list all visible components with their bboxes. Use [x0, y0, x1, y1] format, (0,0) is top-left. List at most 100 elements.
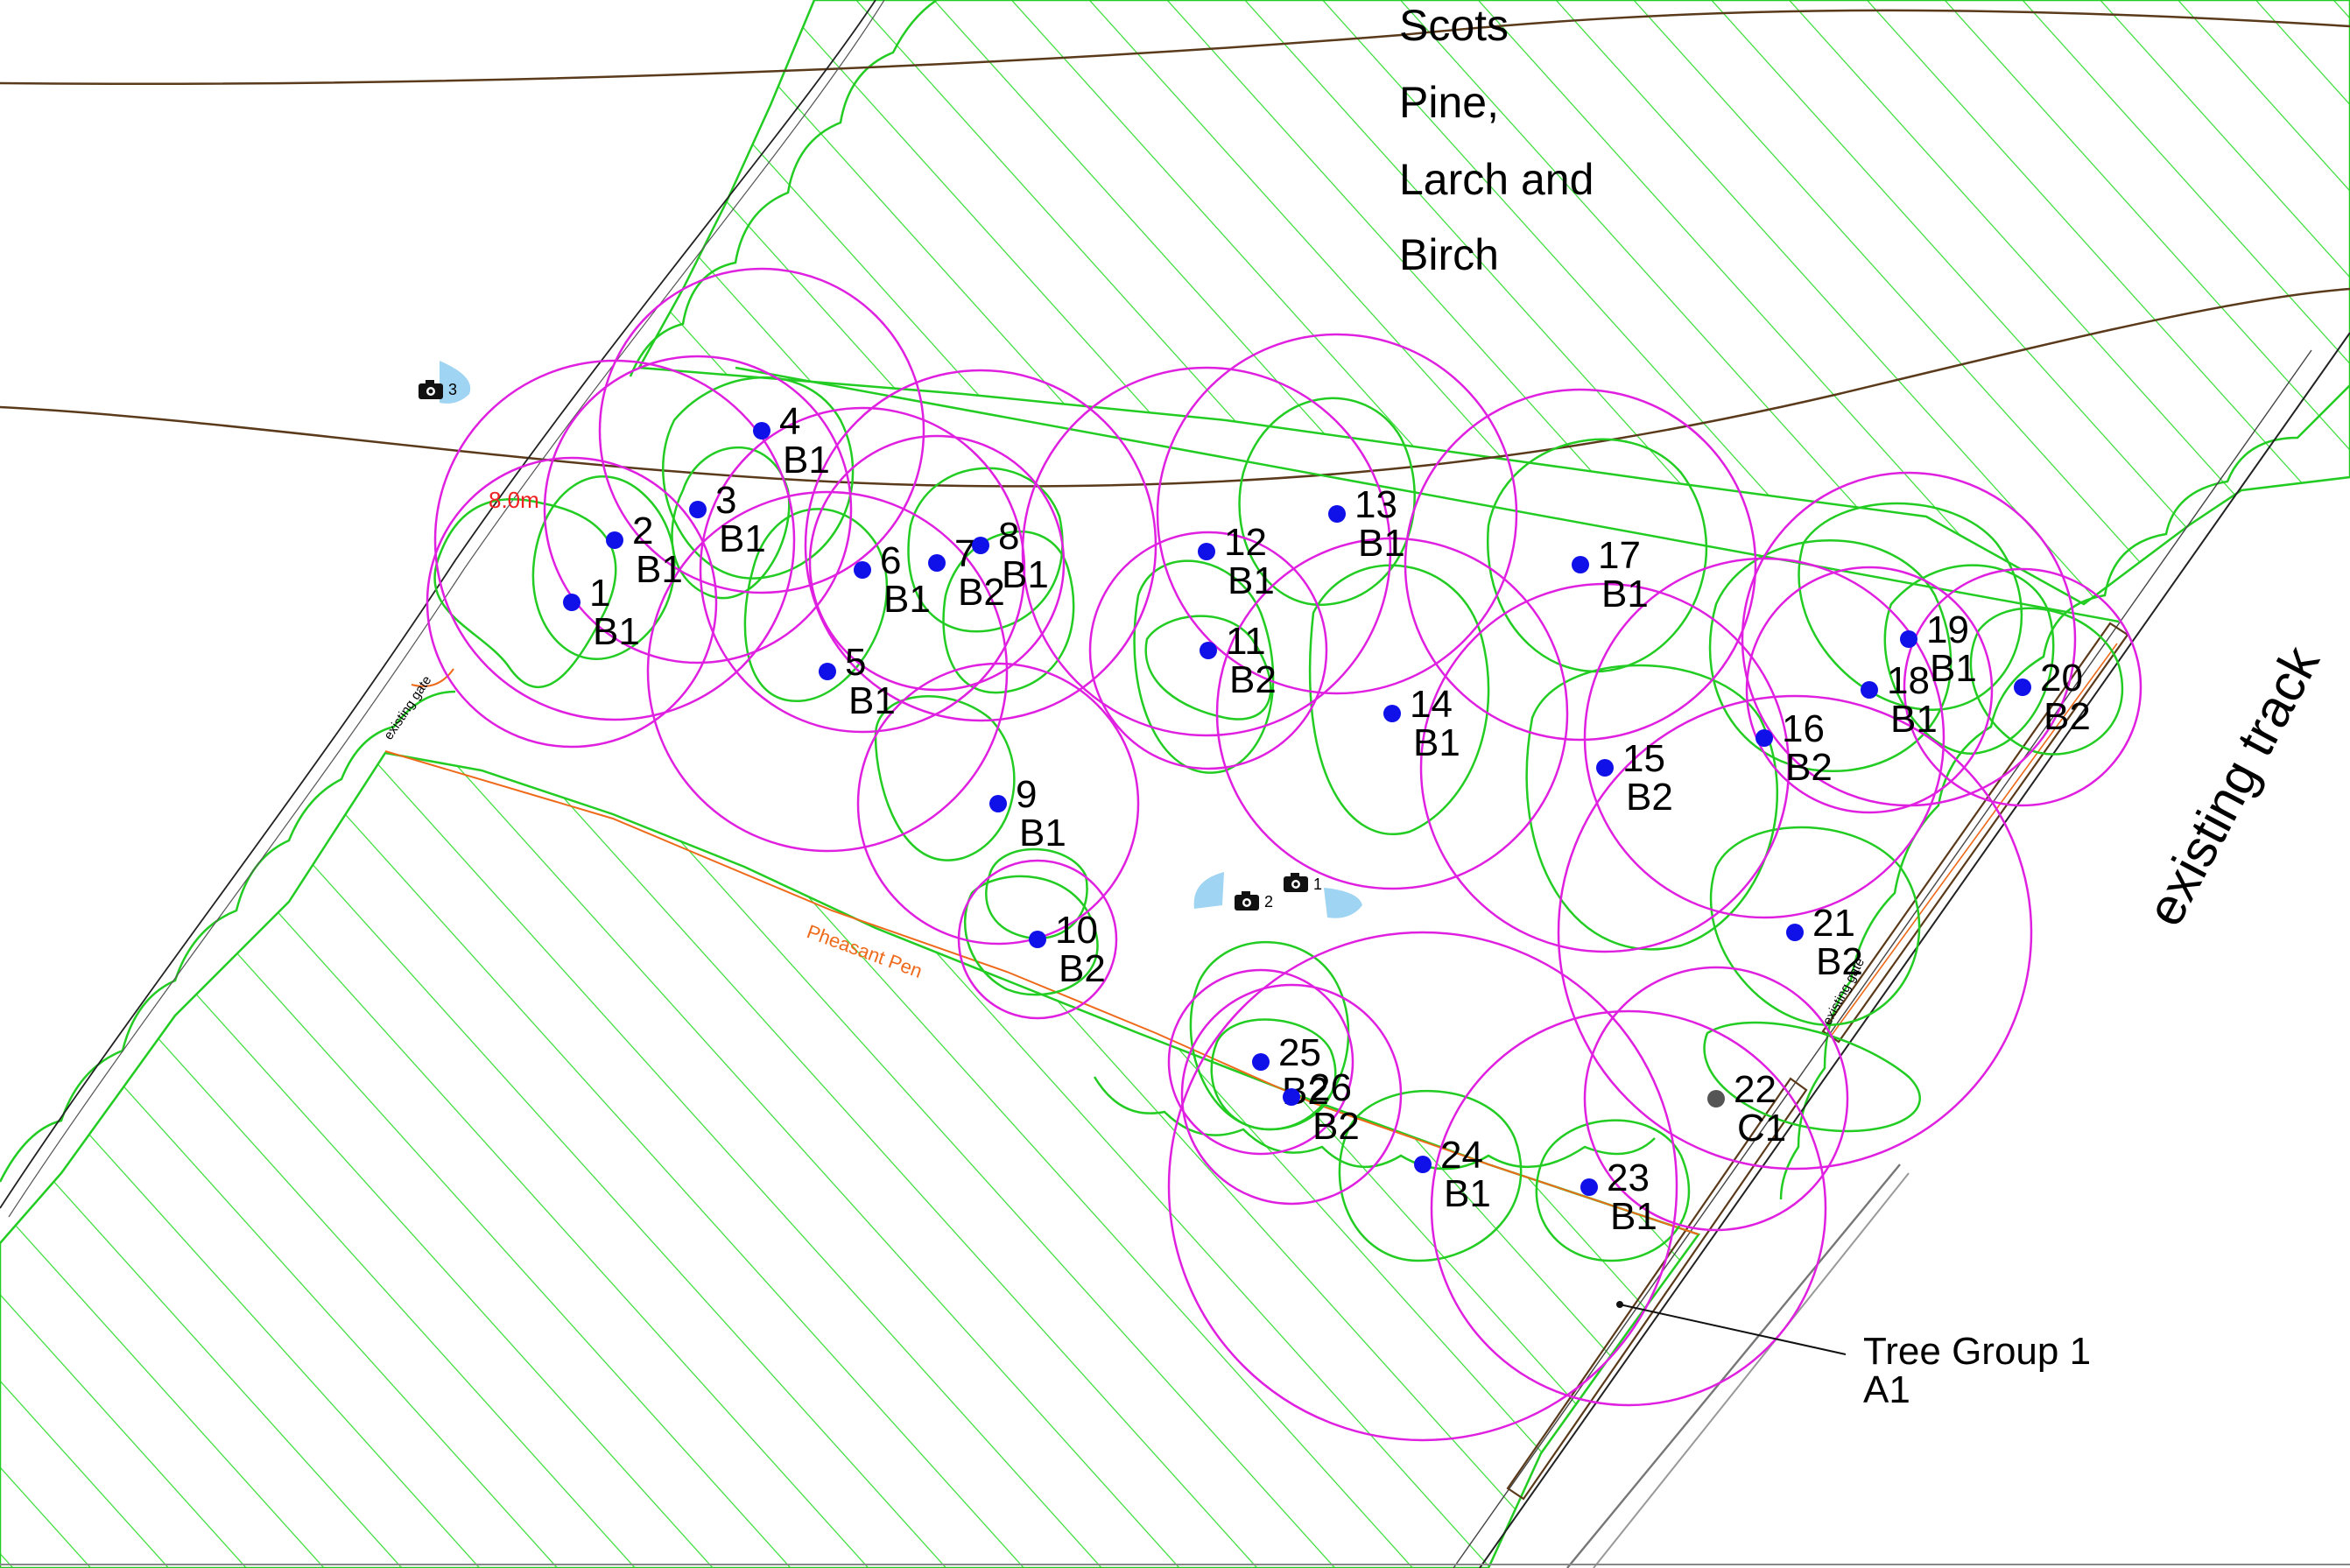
svg-text:Pine,: Pine,: [1399, 78, 1499, 127]
tree-number: 12: [1224, 521, 1267, 564]
camera-1: 1: [1284, 873, 1362, 918]
tree-category: B2: [1229, 658, 1277, 701]
tree-category: B1: [1228, 559, 1275, 602]
existing-track-label: existing track: [2135, 636, 2331, 935]
tree-dot: [1580, 1178, 1598, 1196]
camera-number: 3: [448, 381, 457, 398]
field-boundary-west-2: [8, 0, 885, 1218]
tree-number: 1: [589, 572, 610, 615]
camera-view-cone: [1193, 872, 1224, 909]
contour-line-lower: [0, 287, 2350, 488]
camera-icon: [419, 380, 443, 399]
tree-category: B1: [636, 548, 683, 591]
tree-dot: [1861, 681, 1878, 699]
tree-number: 24: [1440, 1134, 1483, 1177]
tree-number: 13: [1354, 483, 1397, 526]
tree-number: 15: [1622, 737, 1665, 780]
tree-dot: [1755, 729, 1773, 747]
tree-category: B1: [1002, 553, 1049, 596]
tree-markers: 1B12B13B14B15B16B17B28B19B110B211B212B11…: [563, 400, 2091, 1238]
tree-category: B2: [1312, 1105, 1360, 1148]
rpa-circles: [426, 267, 2142, 1442]
east-gate-frame: [1821, 622, 2129, 1044]
tree-dot: [989, 795, 1007, 812]
tree-number: 20: [2040, 657, 2083, 700]
svg-text:Birch: Birch: [1399, 230, 1499, 279]
tree-group-title: Tree Group 1: [1863, 1330, 2091, 1373]
tree-category: B1: [883, 578, 931, 621]
tree-dot: [689, 501, 707, 518]
tree-dot: [753, 422, 770, 439]
tree-dot: [819, 663, 836, 680]
field-boundary-west: [0, 0, 876, 1209]
tree-number: 5: [845, 641, 866, 684]
tree-dot: [2014, 679, 2031, 696]
camera-icon: [1235, 891, 1259, 911]
track-edge-2: [1453, 349, 2312, 1568]
tree-category: B2: [958, 571, 1005, 614]
tree-dot: [1596, 759, 1614, 777]
tree-number: 26: [1309, 1066, 1352, 1109]
camera-view-cone: [440, 361, 471, 404]
tree-number: 21: [1812, 902, 1855, 945]
tree-category: C1: [1737, 1107, 1786, 1150]
tree-number: 8: [998, 515, 1019, 558]
tree-number: 18: [1887, 659, 1930, 702]
east-fence-inner: [1829, 643, 2118, 1038]
tree-category: B1: [1019, 812, 1066, 854]
tree-number: 25: [1278, 1031, 1321, 1074]
tree-group-callout: Tree Group 1 A1: [1616, 1301, 2091, 1411]
tree-category: B1: [1930, 647, 1977, 690]
tree-dot: [972, 537, 989, 554]
tree-category: B1: [848, 679, 896, 722]
tree-category: B1: [1444, 1172, 1491, 1215]
tree-group-category: A1: [1863, 1368, 1910, 1411]
tree-number: 23: [1607, 1157, 1650, 1199]
species-label: Scots Pine, Larch and Birch: [1399, 1, 1594, 279]
tree-number: 9: [1016, 773, 1037, 816]
camera-view-cone: [1324, 888, 1362, 918]
tree-number: 4: [779, 400, 800, 443]
tree-marker: 5B1: [819, 641, 896, 722]
tree-dot: [1707, 1090, 1725, 1107]
hedge-edge-east: [1779, 384, 2350, 1200]
svg-text:Larch and: Larch and: [1399, 155, 1594, 204]
tree-dot: [1900, 630, 1917, 648]
pheasant-pen-fence: [384, 750, 1699, 1235]
camera-3: 3: [419, 361, 471, 404]
tree-number: 16: [1782, 707, 1825, 750]
track-edge-3: [1566, 1164, 1901, 1568]
svg-text:Scots: Scots: [1399, 1, 1509, 50]
existing-gate-label-west: existing gate: [381, 673, 434, 742]
tree-marker: 9B1: [989, 773, 1066, 854]
tree-number: 22: [1734, 1068, 1777, 1111]
tree-category: B1: [1890, 698, 1938, 741]
tree-number: 3: [715, 479, 736, 522]
woodland-area-south: [0, 751, 1701, 1568]
tree-dot: [1029, 931, 1046, 948]
tree-category: B2: [1626, 776, 1673, 819]
distance-label: 8.0m: [489, 487, 539, 513]
tree-category: B2: [2044, 695, 2091, 738]
contour-line-upper: [0, 9, 2350, 86]
tree-dot: [1414, 1156, 1432, 1173]
camera-number: 1: [1313, 875, 1322, 893]
camera-number: 2: [1264, 893, 1273, 911]
tree-marker: 1B1: [563, 572, 640, 653]
tree-marker: 4B1: [753, 400, 830, 482]
tree-dot: [1252, 1053, 1270, 1071]
tree-number: 14: [1410, 683, 1453, 726]
tree-category: B2: [1785, 746, 1833, 789]
